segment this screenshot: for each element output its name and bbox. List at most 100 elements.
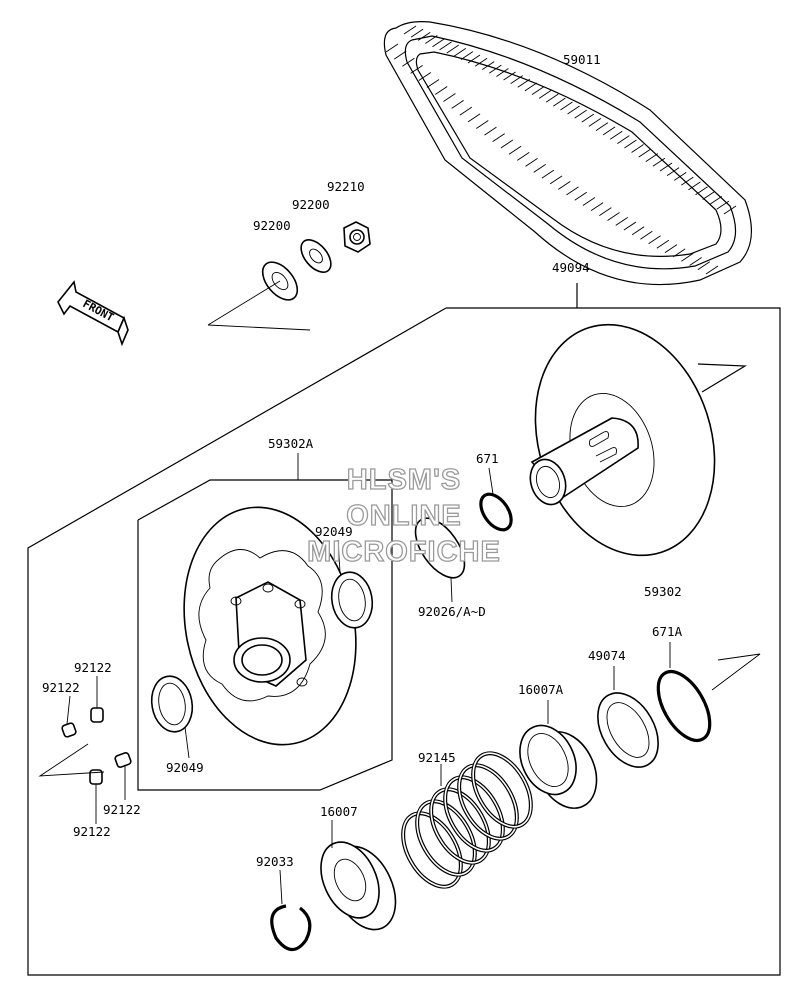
shaft-axis-line-2 (207, 324, 311, 331)
label-92122-d[interactable]: 92122 (73, 824, 111, 839)
belt-tooth (702, 191, 715, 200)
belt-tooth (418, 72, 432, 81)
belt-tooth (566, 186, 579, 196)
belt-tooth (631, 226, 645, 236)
belt-tooth (558, 181, 571, 190)
o-ring-671[interactable] (475, 489, 518, 536)
belt-tooth (648, 235, 661, 245)
belt-tooth (631, 144, 644, 153)
belt-tooth (705, 265, 719, 275)
weight-92122-b[interactable] (90, 707, 104, 723)
belt-tooth (672, 248, 686, 258)
belt-tooth (538, 89, 552, 99)
cam-16007A[interactable] (509, 716, 608, 818)
label-92049-lower[interactable]: 92049 (166, 760, 204, 775)
belt-tooth (590, 202, 604, 211)
leader-92049-upper (337, 539, 341, 573)
weight-92122-a[interactable] (61, 722, 77, 738)
belt-tooth (531, 86, 545, 95)
o-ring-671A[interactable] (648, 663, 721, 749)
label-92122-b[interactable]: 92122 (74, 660, 112, 675)
belt-tooth (453, 47, 467, 57)
washer-92200-inner[interactable] (295, 234, 336, 277)
spring-coil-highlight (472, 752, 532, 828)
label-92049-upper[interactable]: 92049 (315, 524, 353, 539)
sheave-axis-line (711, 653, 761, 691)
belt-tooth (607, 212, 620, 221)
belt-tooth (640, 230, 653, 240)
belt-tooth (567, 105, 580, 115)
belt-tooth (459, 106, 473, 116)
collar-16007[interactable] (310, 833, 408, 940)
belt-tooth (393, 50, 407, 60)
belt-tooth (524, 82, 538, 92)
belt-tooth (410, 28, 424, 38)
belt-tooth (656, 239, 670, 249)
label-16007A[interactable]: 16007A (518, 682, 564, 697)
belt-tooth (510, 75, 523, 84)
belt-tooth (476, 120, 489, 129)
label-92122-a[interactable]: 92122 (42, 680, 80, 695)
belt-tooth (410, 65, 423, 74)
belt-tooth (602, 126, 616, 136)
belt-tooth (425, 35, 438, 44)
nut-92210[interactable] (343, 221, 371, 253)
label-92210[interactable]: 92210 (327, 179, 365, 194)
belt-tooth (496, 68, 509, 77)
label-671A[interactable]: 671A (652, 624, 683, 639)
drive-belt-icon[interactable] (383, 21, 753, 286)
belt-tooth (403, 25, 417, 35)
belt-tooth (489, 64, 502, 74)
watermark-line-2: ONLINE (346, 500, 462, 532)
belt-tooth (467, 113, 481, 123)
label-59302[interactable]: 59302 (644, 584, 682, 599)
movable-sheave-59302A[interactable] (163, 491, 377, 761)
label-49074[interactable]: 49074 (588, 648, 626, 663)
leader-92026 (450, 577, 453, 603)
bushing-92049-upper[interactable] (327, 569, 376, 631)
leader-92122-a (66, 695, 71, 725)
shim-92026[interactable] (406, 510, 474, 586)
belt-tooth (460, 51, 474, 61)
label-92200-outer[interactable]: 92200 (253, 218, 291, 233)
bushing-92049-lower[interactable] (147, 673, 196, 735)
belt-tooth (541, 169, 555, 179)
belt-tooth (533, 163, 546, 173)
belt-tooth (681, 252, 694, 262)
spring-coil-highlight (458, 764, 518, 840)
label-92145[interactable]: 92145 (418, 750, 456, 765)
belt-tooth (617, 135, 630, 144)
weights-axis-line (38, 743, 105, 777)
belt-tooth (503, 71, 516, 81)
belt-tooth (689, 257, 702, 266)
belt-tooth (549, 175, 563, 185)
label-92122-c[interactable]: 92122 (103, 802, 141, 817)
belt-tooth (553, 97, 566, 107)
label-92200-inner[interactable]: 92200 (292, 197, 330, 212)
circlip-92033[interactable] (270, 904, 312, 952)
label-671[interactable]: 671 (476, 451, 499, 466)
label-92026[interactable]: 92026/A~D (418, 604, 486, 619)
belt-tooth (695, 186, 708, 196)
label-59011[interactable]: 59011 (563, 52, 601, 67)
belt-tooth (426, 79, 440, 88)
fixed-sheave-59302[interactable] (507, 301, 748, 579)
spring-coil-highlight (430, 788, 490, 864)
weight-92122-c[interactable] (114, 752, 132, 768)
belt-tooth (508, 145, 522, 155)
belt-tooth (664, 244, 678, 253)
belt-tooth (574, 109, 587, 119)
belt-tooth (451, 99, 464, 109)
label-59302A[interactable]: 59302A (268, 436, 314, 451)
washer-49074[interactable] (585, 682, 670, 777)
subassembly-outline (137, 479, 393, 791)
belt-tooth (484, 126, 497, 136)
coil-spring-92145[interactable] (391, 743, 543, 896)
belt-tooth (723, 205, 737, 215)
label-49094[interactable]: 49094 (552, 260, 590, 275)
belt-tooth (434, 86, 448, 95)
assembly-outline (27, 307, 781, 976)
label-92033[interactable]: 92033 (256, 854, 294, 869)
belt-tooth (609, 130, 623, 140)
label-16007[interactable]: 16007 (320, 804, 358, 819)
